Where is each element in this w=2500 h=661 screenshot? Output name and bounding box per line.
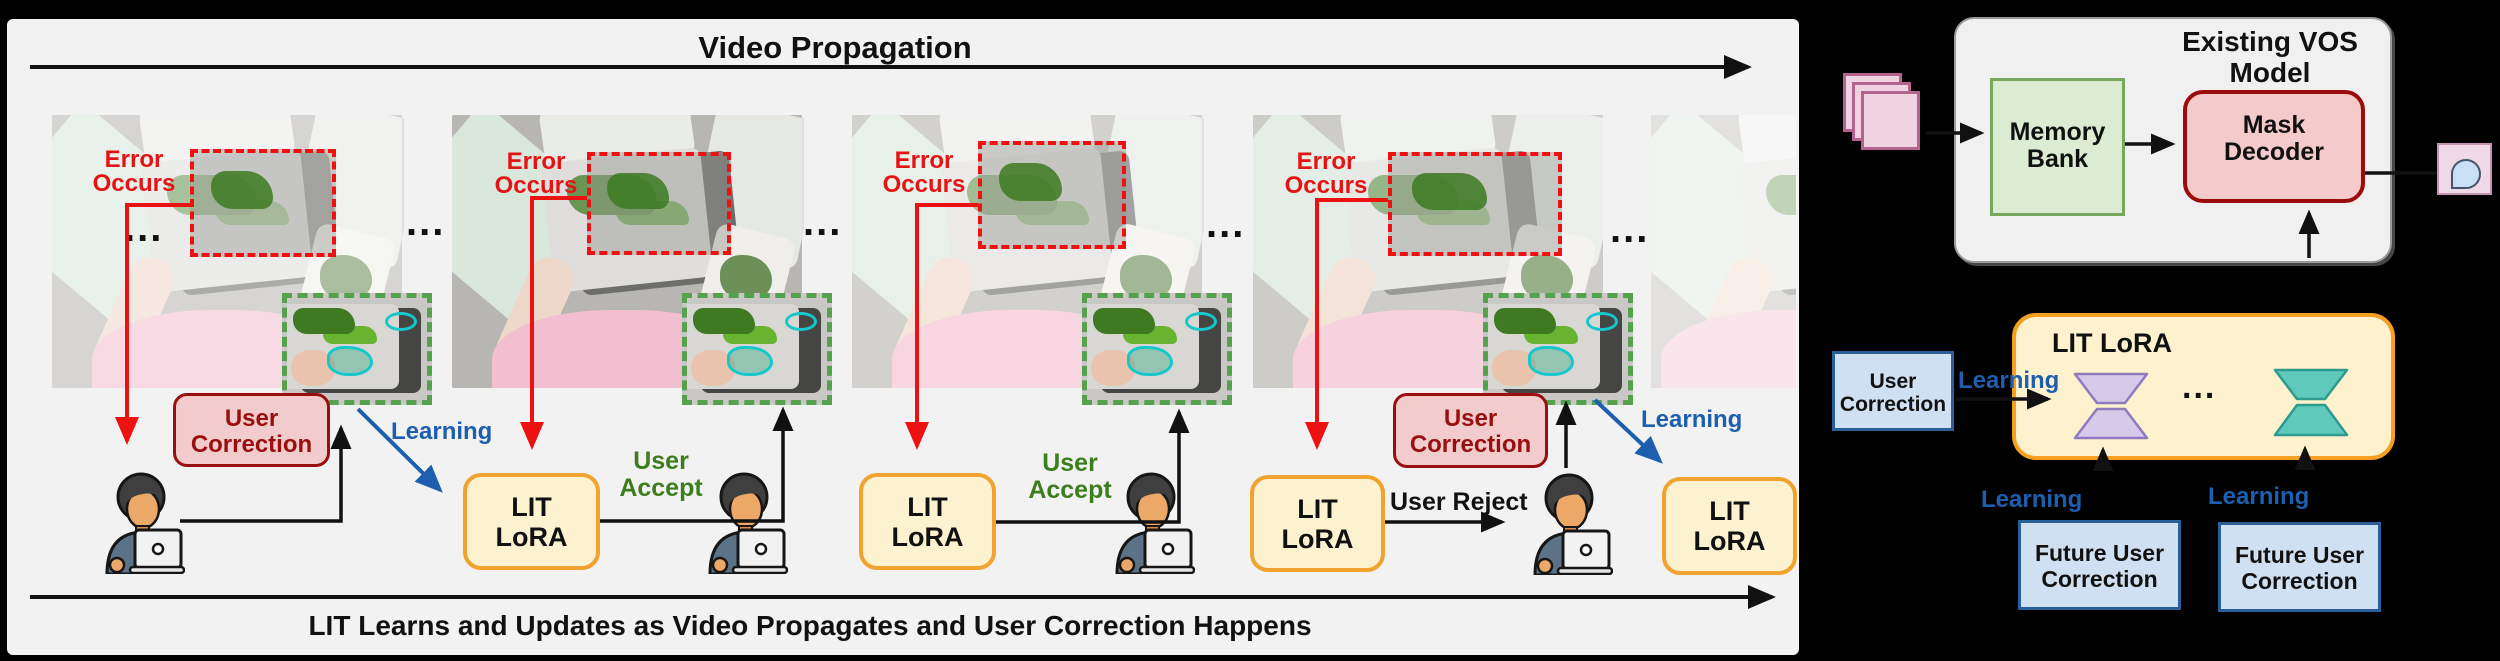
lora-adapter-purple-icon bbox=[2073, 372, 2149, 440]
lora-adapter-teal-icon bbox=[2273, 368, 2349, 437]
learning-label-right-1: Learning bbox=[1958, 367, 2060, 394]
error-region-box-1 bbox=[190, 149, 336, 257]
lit-lora-panel-title: LIT LoRA bbox=[2052, 328, 2172, 358]
ellipsis-gap-4: ... bbox=[1610, 207, 1650, 251]
user-icon-4 bbox=[1533, 473, 1613, 575]
error-region-box-3 bbox=[978, 141, 1126, 249]
user-icon-2 bbox=[708, 472, 788, 574]
corrected-mask-inset-1 bbox=[282, 293, 432, 405]
user-icon-3 bbox=[1115, 472, 1195, 574]
lora-ellipsis: ... bbox=[2182, 368, 2217, 406]
ellipsis-gap-1: ... bbox=[406, 200, 446, 244]
learning-label-right-2: Learning bbox=[1981, 486, 2083, 513]
corrected-mask-inset-3 bbox=[1082, 293, 1232, 405]
output-mask-icon bbox=[2437, 143, 2492, 195]
learning-label-2: Learning bbox=[1641, 406, 1743, 433]
learning-label-1: Learning bbox=[391, 418, 493, 445]
corrected-mask-inset-4 bbox=[1483, 293, 1633, 405]
ellipsis-gap-2: ... bbox=[803, 200, 843, 244]
bottom-caption: LIT Learns and Updates as Video Propagat… bbox=[308, 610, 1312, 641]
user-icon-1 bbox=[105, 472, 185, 574]
video-frame-5 bbox=[1651, 115, 1796, 388]
ellipsis-frame1: ... bbox=[124, 206, 164, 250]
error-region-box-2 bbox=[587, 152, 731, 255]
corrected-mask-inset-2 bbox=[682, 293, 832, 405]
ellipsis-gap-3: ... bbox=[1206, 202, 1246, 246]
learning-label-right-3: Learning bbox=[2208, 483, 2310, 510]
video-frame-5-photo bbox=[1651, 115, 1796, 388]
panel-title: Video Propagation bbox=[698, 30, 972, 65]
error-region-box-4 bbox=[1388, 152, 1562, 256]
user-reject-label: User Reject bbox=[1390, 488, 1528, 516]
